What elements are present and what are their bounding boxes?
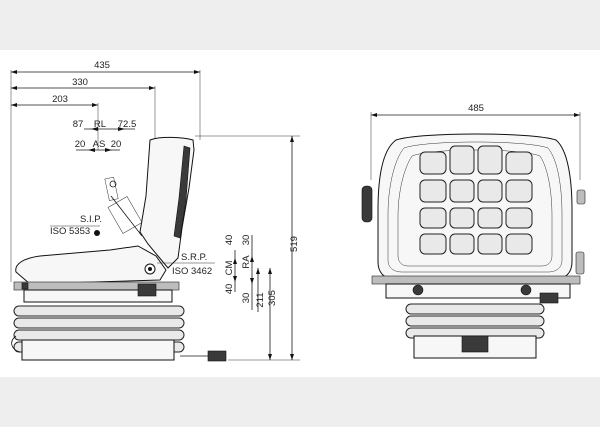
- dim-ra-top: 30: [241, 235, 252, 246]
- dim-cm: 40 CM 40: [224, 235, 237, 295]
- front-slide-rail: [371, 275, 581, 285]
- dim-ra: 30 RA 30: [241, 235, 254, 310]
- front-damper-mount: [461, 335, 489, 353]
- top-margin-band: [0, 0, 600, 50]
- dim-rl-back: 87: [73, 119, 84, 130]
- front-left-bolt: [412, 284, 424, 296]
- dim-depth-203-label: 203: [52, 94, 68, 105]
- dim-overall-depth-label: 435: [94, 60, 110, 71]
- dim-rl-label: RL: [94, 119, 106, 130]
- front-seat-shell: [377, 133, 573, 281]
- side-base-plate: [23, 289, 173, 303]
- front-cushion-grid: [419, 145, 533, 255]
- front-right-lever: [575, 251, 585, 275]
- front-view: 485: [361, 103, 586, 359]
- dim-cm-bottom: 40: [224, 284, 235, 295]
- dim-ra-label: RA: [241, 255, 252, 269]
- dim-as: 20 AS 20: [75, 139, 122, 152]
- dim-cm-label: CM: [224, 261, 235, 276]
- front-right-knob: [576, 189, 586, 205]
- dim-overall-width: 485: [371, 103, 580, 117]
- dim-as-label: AS: [93, 139, 106, 150]
- front-right-bolt: [520, 284, 532, 296]
- side-rail-stop: [21, 282, 29, 290]
- dim-height-305: 305: [267, 268, 278, 360]
- dim-as-front: 20: [111, 139, 122, 150]
- dim-overall-height-label: 519: [289, 236, 300, 252]
- dim-height-305-label: 305: [267, 290, 278, 306]
- dim-overall-width-label: 485: [468, 103, 484, 114]
- dim-depth-330-label: 330: [72, 77, 88, 88]
- side-adjust-lever: [104, 176, 143, 237]
- side-suspension-bellows: [13, 305, 185, 361]
- srp-marker: S.R.P. ISO 3462: [144, 252, 215, 277]
- front-suspension-bellows: [405, 303, 545, 359]
- dim-as-back: 20: [75, 139, 86, 150]
- srp-standard: ISO 3462: [172, 266, 212, 277]
- side-rail-latch: [137, 283, 157, 297]
- dim-cm-top: 40: [224, 235, 235, 246]
- front-left-handle: [361, 185, 373, 223]
- dim-height-211: 211: [255, 268, 266, 312]
- side-hook: [11, 335, 21, 353]
- dim-overall-height: 519: [289, 136, 300, 360]
- dim-depth-330: 330: [11, 77, 155, 90]
- dim-rl-front: 72.5: [118, 119, 137, 130]
- side-connector: [207, 350, 227, 362]
- side-seat-cushion: [15, 245, 167, 285]
- side-backrest-edge: [173, 145, 191, 239]
- dim-height-211-label: 211: [255, 292, 266, 307]
- sip-standard: ISO 5353: [50, 226, 90, 237]
- front-latch: [539, 292, 559, 304]
- bottom-margin-band: [0, 377, 600, 427]
- sip-label: S.I.P.: [80, 214, 102, 225]
- dim-ra-bottom: 30: [241, 293, 252, 304]
- dim-overall-depth: 435: [11, 60, 200, 74]
- side-view: 435 330 203 87 RL: [10, 60, 300, 362]
- dim-rl: 87 RL 72.5: [73, 119, 137, 131]
- sip-marker: S.I.P. ISO 5353: [50, 214, 102, 237]
- dim-depth-203: 203: [11, 94, 98, 107]
- srp-label: S.R.P.: [181, 252, 207, 263]
